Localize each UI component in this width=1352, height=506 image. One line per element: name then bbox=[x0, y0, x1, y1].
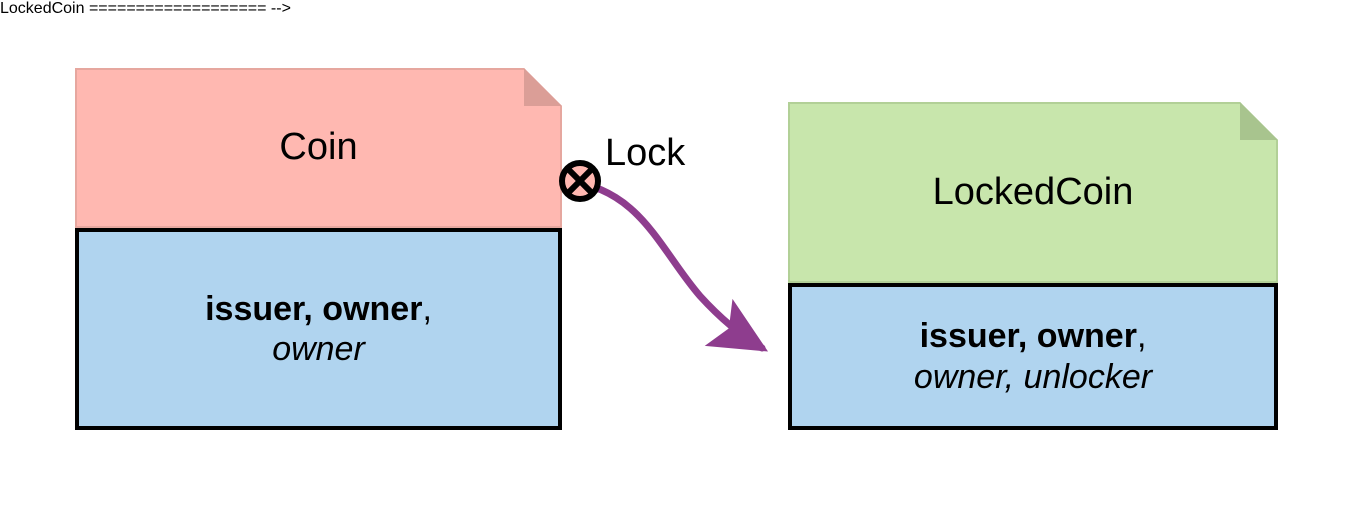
coin-page-shape bbox=[75, 68, 562, 228]
node-coin-attr-comma: , bbox=[422, 289, 432, 328]
lockedcoin-folded-corner-icon bbox=[1240, 102, 1278, 140]
node-lockedcoin-attr-line-2: owner, unlocker bbox=[913, 357, 1153, 396]
edge-lock-path bbox=[562, 177, 769, 352]
coin-folded-corner-icon bbox=[524, 68, 562, 106]
node-coin-attr-bold: issuer, owner bbox=[205, 289, 423, 328]
node-coin[interactable]: Coin issuer, owner, owner bbox=[75, 68, 562, 430]
lockedcoin-header-fill bbox=[788, 102, 1278, 283]
node-lockedcoin-attr-bold: issuer, owner bbox=[919, 317, 1137, 356]
node-lockedcoin[interactable]: LockedCoin issuer, owner, owner, unlocke… bbox=[788, 102, 1278, 430]
node-lockedcoin-title: LockedCoin bbox=[932, 170, 1134, 213]
edge-lock-label: Lock bbox=[605, 132, 686, 174]
coin-header-fill bbox=[75, 68, 562, 228]
circle-cross-icon bbox=[559, 160, 601, 202]
node-lockedcoin-body[interactable]: issuer, owner, owner, unlocker bbox=[788, 283, 1278, 430]
node-lockedcoin-attr-comma: , bbox=[1136, 317, 1147, 356]
node-coin-body[interactable]: issuer, owner, owner bbox=[75, 228, 562, 430]
node-coin-header[interactable]: Coin bbox=[75, 68, 562, 228]
node-lockedcoin-header[interactable]: LockedCoin bbox=[788, 102, 1278, 283]
node-coin-attr-line-1: issuer, owner, bbox=[205, 289, 432, 329]
node-coin-title: Coin bbox=[279, 126, 358, 169]
node-coin-attr-line-2: owner bbox=[272, 330, 365, 368]
node-lockedcoin-attr-line-1: issuer, owner, bbox=[920, 316, 1147, 356]
lockedcoin-page-shape bbox=[788, 102, 1278, 283]
